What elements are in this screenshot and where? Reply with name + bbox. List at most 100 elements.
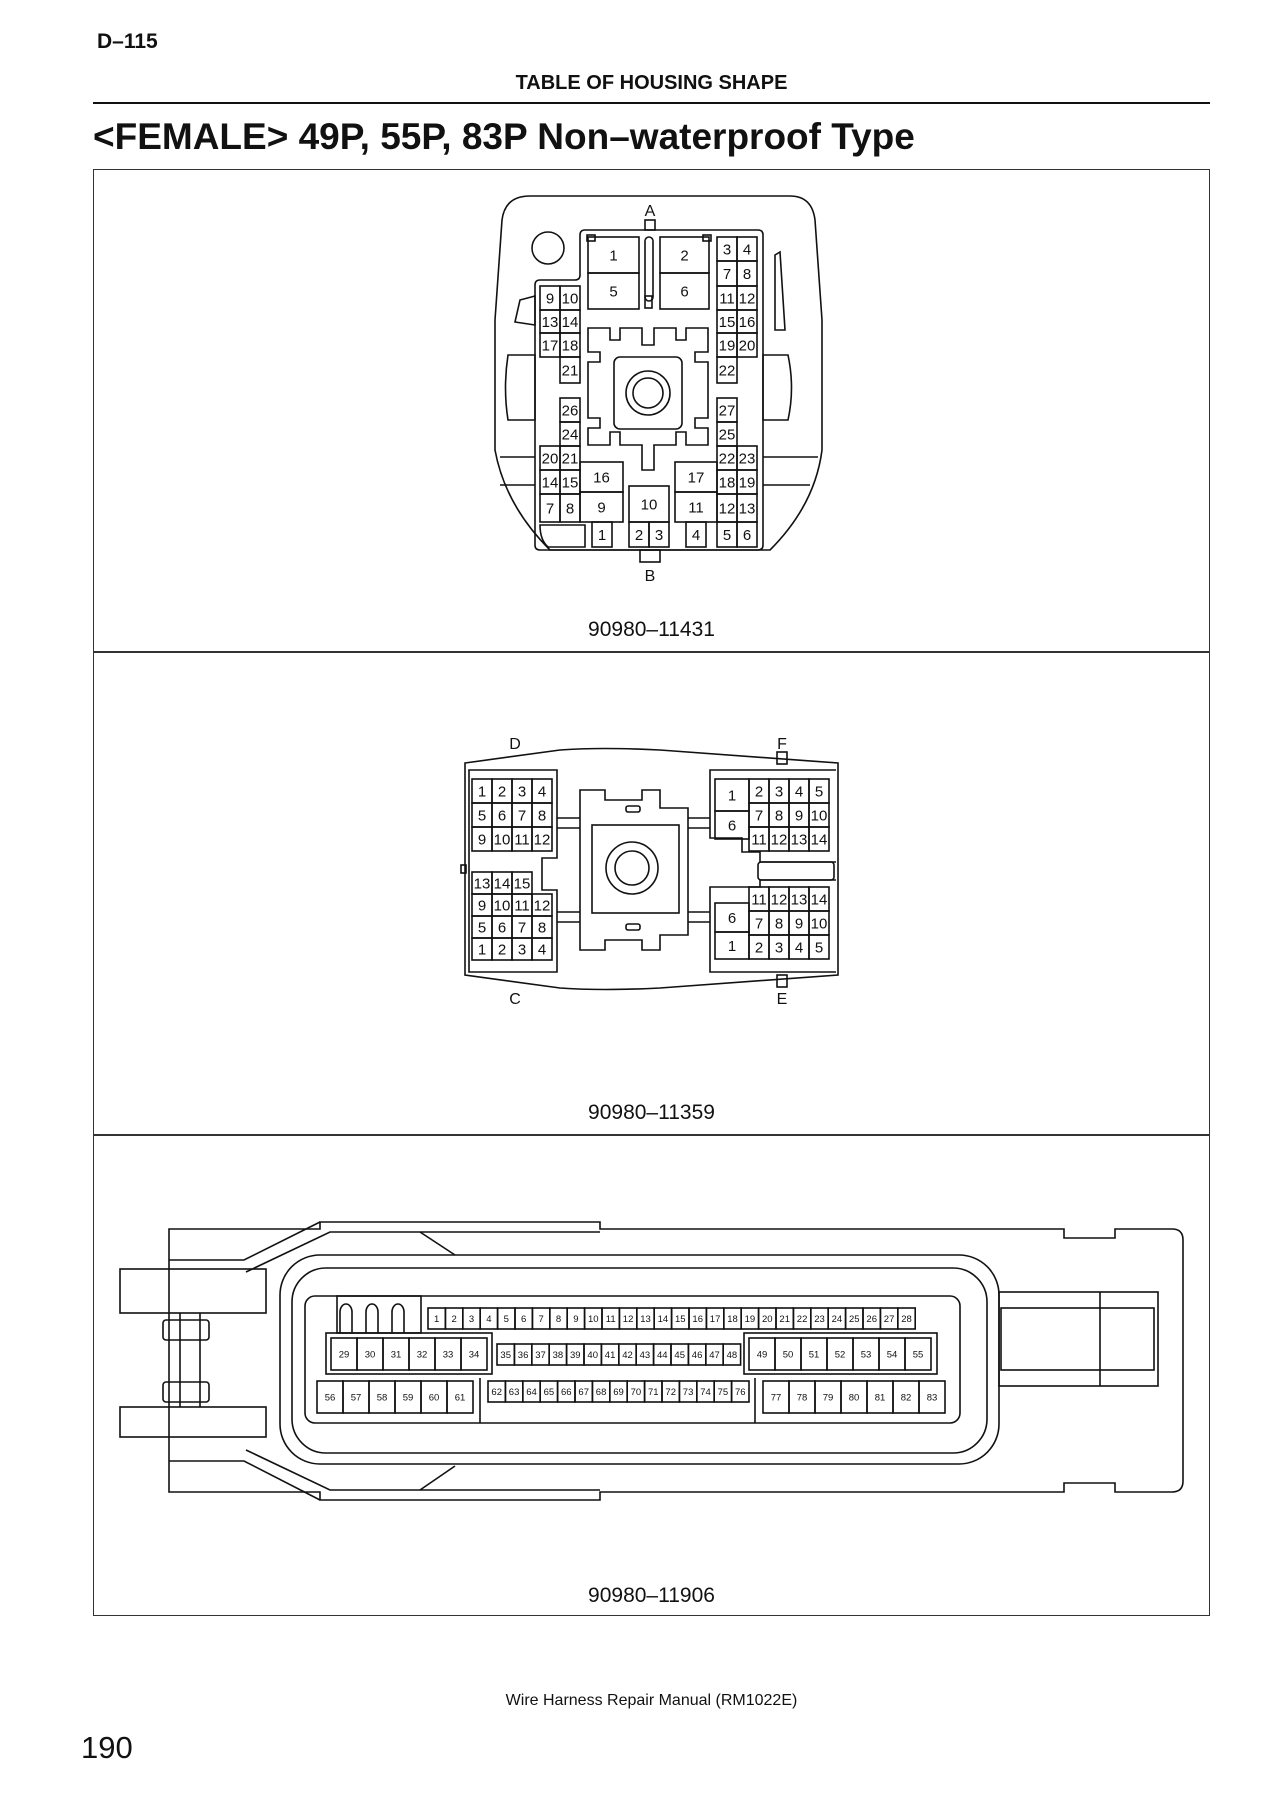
pin-d-11-label: 11 <box>514 831 530 848</box>
pin-d-12-label: 12 <box>534 831 551 848</box>
pin-a-5-label: 5 <box>609 283 617 300</box>
pin-f-12-label: 12 <box>771 831 788 848</box>
pin-f-8-label: 8 <box>775 807 783 824</box>
pin-e-6-label: 6 <box>728 910 736 927</box>
pin-83-label: 83 <box>927 1392 938 1403</box>
side-label-b: B <box>645 568 656 585</box>
pin-f-2-label: 2 <box>755 783 763 800</box>
pin-4-label: 4 <box>486 1314 491 1325</box>
page-code: D–115 <box>97 30 158 53</box>
page-number: 190 <box>81 1730 133 1765</box>
pin-b-23-label: 23 <box>739 450 756 467</box>
pin-a-5-cell <box>587 272 640 310</box>
pin-b-5-label: 5 <box>723 527 731 544</box>
pin-35-label: 35 <box>500 1350 511 1361</box>
pin-c-6-label: 6 <box>498 919 506 936</box>
pin-77-label: 77 <box>771 1392 782 1403</box>
pin-c-5-label: 5 <box>478 919 486 936</box>
pin-e-12-label: 12 <box>771 891 788 908</box>
pin-c-7-label: 7 <box>518 919 526 936</box>
pin-25-label: 25 <box>849 1314 860 1325</box>
pin-b-7-label: 7 <box>546 500 554 517</box>
pin-10-label: 10 <box>588 1314 599 1325</box>
housing-table-frame <box>93 169 1210 1616</box>
pin-a-12-label: 12 <box>739 290 756 307</box>
pin-70-label: 70 <box>631 1387 642 1398</box>
pin-17-label: 17 <box>710 1314 721 1325</box>
pin-80-label: 80 <box>849 1392 860 1403</box>
pin-a-4-label: 4 <box>743 241 751 258</box>
pin-45-label: 45 <box>674 1350 685 1361</box>
pin-b-14-label: 14 <box>542 474 559 491</box>
pin-a-13-label: 13 <box>542 314 559 331</box>
page-title: <FEMALE> 49P, 55P, 83P Non–waterproof Ty… <box>93 116 915 157</box>
pin-26-label: 26 <box>866 1314 877 1325</box>
pin-c-3-label: 3 <box>518 941 526 958</box>
pin-d-6-label: 6 <box>498 807 506 824</box>
side-label-d: D <box>509 736 521 753</box>
pin-a-2-label: 2 <box>680 247 688 264</box>
pin-64-label: 64 <box>526 1387 537 1398</box>
part-number-83p: 90980–11906 <box>588 1584 715 1607</box>
pin-b-9-label: 9 <box>597 499 605 516</box>
pin-a-9-label: 9 <box>546 290 554 307</box>
pin-d-7-label: 7 <box>518 807 526 824</box>
pin-a-1-label: 1 <box>609 247 617 264</box>
pin-74-label: 74 <box>700 1387 711 1398</box>
pin-b-15-label: 15 <box>562 474 579 491</box>
pin-a-20-cell <box>736 332 758 358</box>
pin-f-11-label: 11 <box>751 831 767 848</box>
pin-e-2-label: 2 <box>755 939 763 956</box>
pin-b-20-label: 20 <box>542 450 559 467</box>
pin-a-22-label: 22 <box>719 362 736 379</box>
connector-49p-drawing <box>494 195 823 563</box>
pin-30-label: 30 <box>365 1349 376 1360</box>
pin-f-10-label: 10 <box>811 807 828 824</box>
pin-24-label: 24 <box>832 1314 843 1325</box>
pin-61-label: 61 <box>455 1392 466 1403</box>
pin-b-12-label: 12 <box>719 500 736 517</box>
side-label-c: C <box>509 991 521 1008</box>
side-label-f: F <box>777 736 787 753</box>
pin-e-5-cell <box>808 934 830 960</box>
pin-75-label: 75 <box>718 1387 729 1398</box>
pin-50-label: 50 <box>783 1349 794 1360</box>
pin-48-label: 48 <box>727 1350 738 1361</box>
pin-b-6-cell <box>736 521 758 548</box>
pin-c-8-label: 8 <box>538 919 546 936</box>
connector-55p-drawing <box>460 747 839 991</box>
pin-73-label: 73 <box>683 1387 694 1398</box>
manual-footer: Wire Harness Repair Manual (RM1022E) <box>505 1692 798 1709</box>
pin-69-label: 69 <box>613 1387 624 1398</box>
pin-40-label: 40 <box>587 1350 598 1361</box>
pin-e-11-label: 11 <box>751 891 767 908</box>
pin-83-cell <box>918 1380 946 1414</box>
pin-8-label: 8 <box>556 1314 561 1325</box>
pin-b-26-label: 26 <box>562 402 579 419</box>
pin-f-7-label: 7 <box>755 807 763 824</box>
pin-e-13-label: 13 <box>791 891 808 908</box>
connector-83p-drawing <box>119 1221 1184 1501</box>
pin-13-label: 13 <box>640 1314 651 1325</box>
pin-b-3-cell <box>648 521 670 548</box>
pin-f-14-cell <box>808 826 830 852</box>
pin-c-4-cell <box>531 937 553 961</box>
pin-22-label: 22 <box>797 1314 808 1325</box>
pin-18-label: 18 <box>727 1314 738 1325</box>
pin-f-4-label: 4 <box>795 783 803 800</box>
pin-61-cell <box>446 1380 474 1414</box>
pin-60-label: 60 <box>429 1392 440 1403</box>
pin-44-label: 44 <box>657 1350 668 1361</box>
pin-53-label: 53 <box>861 1349 872 1360</box>
pin-a-20-label: 20 <box>739 337 756 354</box>
pin-78-label: 78 <box>797 1392 808 1403</box>
pin-d-1-label: 1 <box>478 783 486 800</box>
row-divider <box>93 651 1210 653</box>
pin-c-14-label: 14 <box>494 875 511 892</box>
pin-6-label: 6 <box>521 1314 526 1325</box>
pin-33-label: 33 <box>443 1349 454 1360</box>
pin-5-label: 5 <box>504 1314 509 1325</box>
pin-16-label: 16 <box>692 1314 703 1325</box>
pin-b-13-label: 13 <box>739 500 756 517</box>
